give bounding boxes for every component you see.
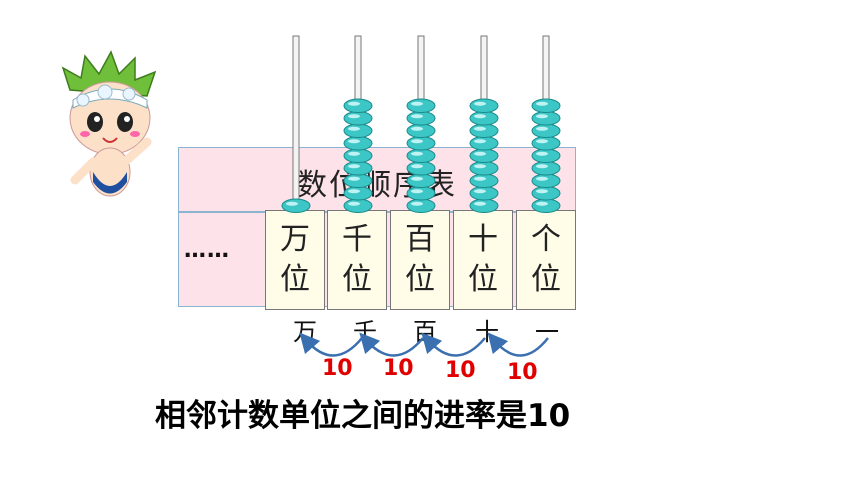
rate-arrow xyxy=(359,332,424,357)
mascot-image xyxy=(61,50,157,197)
bead-highlight xyxy=(536,201,548,206)
place-cell-qian: 千 位 xyxy=(327,210,387,310)
bead-highlight xyxy=(536,176,548,181)
bead-highlight xyxy=(348,164,360,169)
bead-highlight xyxy=(536,189,548,194)
place-label-top: 十 xyxy=(468,222,498,257)
bead-highlight xyxy=(411,151,423,156)
bead-highlight xyxy=(474,101,486,106)
bead-highlight xyxy=(474,139,486,144)
rate-label: 10 xyxy=(322,356,353,381)
rate-arrow xyxy=(487,332,549,357)
place-label-top: 万 xyxy=(280,222,310,257)
bead-highlight xyxy=(348,176,360,181)
place-label-bottom: 位 xyxy=(531,262,561,297)
bead-highlight xyxy=(348,151,360,156)
bead-highlight xyxy=(411,201,423,206)
bead-highlight xyxy=(348,126,360,131)
place-cell-bai: 百 位 xyxy=(390,210,450,310)
bead-highlight xyxy=(474,176,486,181)
bead-highlight xyxy=(411,176,423,181)
bead-highlight xyxy=(474,114,486,119)
bead-highlight xyxy=(474,189,486,194)
bead-highlight xyxy=(536,101,548,106)
place-label-bottom: 位 xyxy=(468,262,498,297)
bead-highlight xyxy=(474,151,486,156)
bead-highlight xyxy=(348,101,360,106)
place-label-top: 百 xyxy=(405,222,435,257)
place-label-bottom: 位 xyxy=(342,262,372,297)
unit-label-yi: 一 xyxy=(535,318,559,346)
bead-highlight xyxy=(348,189,360,194)
table-ellipsis: …… xyxy=(184,238,230,263)
bead-highlight xyxy=(536,164,548,169)
bead-highlight xyxy=(348,139,360,144)
place-label-top: 个 xyxy=(531,222,561,257)
bead-highlight xyxy=(411,139,423,144)
bead-highlight xyxy=(411,126,423,131)
bead-highlight xyxy=(536,139,548,144)
rate-arrow xyxy=(421,332,486,357)
bead-highlight xyxy=(474,126,486,131)
bead-highlight xyxy=(474,164,486,169)
bead-highlight xyxy=(286,201,298,206)
bead-highlight xyxy=(411,101,423,106)
bead-highlight xyxy=(536,151,548,156)
rate-label: 10 xyxy=(507,360,538,385)
place-cell-shi: 十 位 xyxy=(453,210,513,310)
bead-highlight xyxy=(348,201,360,206)
bead-highlight xyxy=(536,114,548,119)
place-cell-ge: 个 位 xyxy=(516,210,576,310)
place-cell-wan: 万 位 xyxy=(265,210,325,310)
rate-label: 10 xyxy=(445,358,476,383)
bead-highlight xyxy=(411,189,423,194)
place-label-top: 千 xyxy=(342,222,372,257)
bead-highlight xyxy=(536,126,548,131)
bead-highlight xyxy=(474,201,486,206)
bead-highlight xyxy=(411,164,423,169)
rate-label: 10 xyxy=(383,356,414,381)
conclusion-text: 相邻计数单位之间的进率是10 xyxy=(155,398,571,434)
rate-arrow xyxy=(299,332,363,357)
place-label-bottom: 位 xyxy=(405,262,435,297)
place-label-bottom: 位 xyxy=(280,262,310,297)
bead-highlight xyxy=(348,114,360,119)
bead-highlight xyxy=(411,114,423,119)
